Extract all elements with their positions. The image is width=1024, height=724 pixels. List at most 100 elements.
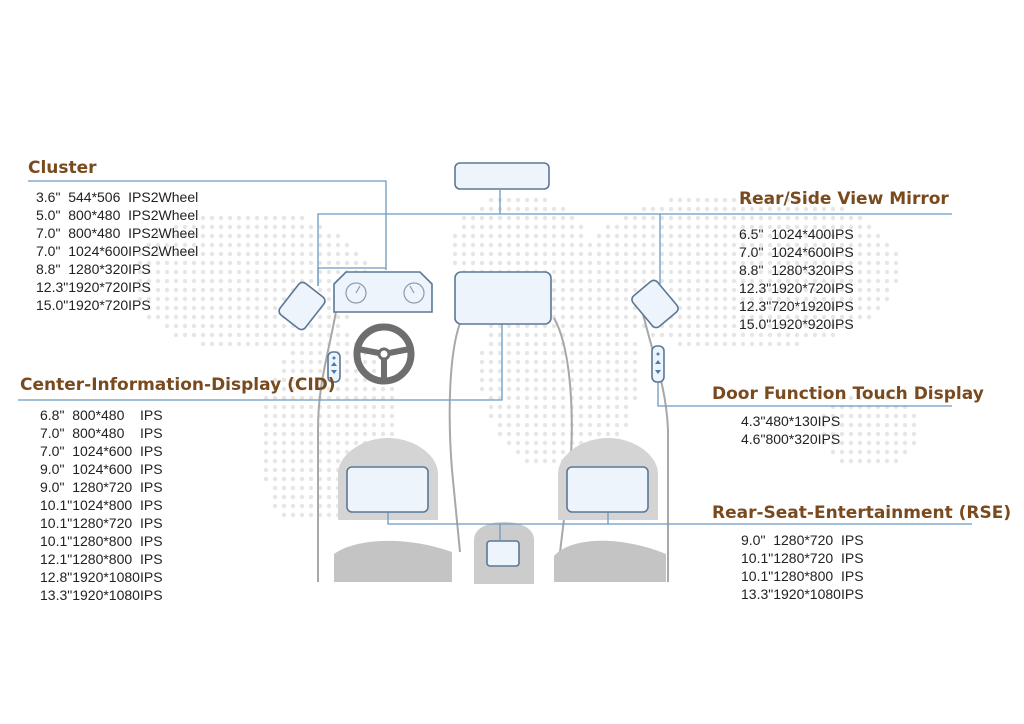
- rse-connector: [387, 512, 972, 525]
- cluster-spec-type: IPS: [128, 207, 151, 223]
- cluster-spec-resolution: 1920*720: [68, 279, 129, 295]
- rse-spec-resolution: 1920*1080: [773, 586, 841, 602]
- steering-wheel-icon: [353, 323, 415, 385]
- mirror-spec-type: IPS: [831, 244, 854, 260]
- cluster-spec-size: 8.8": [36, 261, 61, 277]
- cluster-spec-type: IPS: [128, 261, 151, 277]
- mirror-spec-resolution: 1920*920: [771, 316, 832, 332]
- cid-spec-type: IPS: [139, 443, 163, 459]
- cid-spec-row: 9.0" 1024*600 IPS: [40, 460, 163, 478]
- rse-spec-resolution: 1280*720: [773, 550, 834, 566]
- cid-spec-size: 9.0": [40, 461, 65, 477]
- cid-spec-resolution: 1280*800: [72, 533, 133, 549]
- mirror-spec-size: 12.3": [739, 298, 772, 314]
- cid-spec-size: 10.1": [40, 515, 73, 531]
- mirror-left-branch: [317, 213, 500, 286]
- mirror-spec-type: IPS: [831, 298, 854, 314]
- rse-heading: Rear-Seat-Entertainment (RSE): [712, 503, 1012, 523]
- cid-spec-type: IPS: [139, 479, 163, 495]
- right-door-dot-icon: [656, 352, 660, 356]
- door-spec-size: 4.3": [741, 413, 766, 429]
- cid-spec-resolution: 1280*720: [72, 479, 133, 495]
- cid-spec-size: 10.1": [40, 533, 73, 549]
- door-spec-type: IPS: [817, 431, 841, 447]
- right-gauge-needle: [409, 285, 415, 294]
- cid-spec-resolution: 1920*1080: [72, 587, 140, 603]
- cluster-spec-resolution: 1280*320: [68, 261, 129, 277]
- cluster-spec-size: 7.0": [36, 225, 61, 241]
- cluster-connector: [28, 180, 387, 270]
- cid-spec-size: 10.1": [40, 497, 73, 513]
- mirror-spec-size: 8.8": [739, 262, 764, 278]
- cid-spec-type: IPS: [139, 533, 163, 549]
- cid-spec-type: IPS: [139, 425, 163, 441]
- cid-spec-resolution: 800*480: [72, 425, 125, 441]
- rse-spec-resolution: 1280*800: [773, 568, 834, 584]
- mirror-spec-size: 7.0": [739, 244, 764, 260]
- rse-right-screen: [566, 466, 649, 513]
- left-gauge-needle: [355, 285, 361, 294]
- door-spec-type: IPS: [817, 413, 841, 429]
- mirror-spec-resolution: 1024*400: [771, 226, 832, 242]
- right-side-mirror-screen: [631, 279, 679, 329]
- mirror-spec-resolution: 1920*720: [771, 280, 832, 296]
- driver-console-line: [448, 317, 463, 553]
- cluster-right-gauge-icon: [403, 282, 425, 304]
- cid-spec-size: 7.0": [40, 443, 65, 459]
- rse-spec-size: 13.3": [741, 586, 774, 602]
- mirror-spec-type: IPS: [831, 226, 854, 242]
- door-spec-resolution: 800*320: [765, 431, 818, 447]
- cluster-spec-type: IPS: [128, 297, 151, 313]
- cluster-spec-size: 7.0": [36, 243, 61, 259]
- cluster-spec-extra: [151, 278, 198, 296]
- right-door-up-arrow-icon: [655, 360, 661, 364]
- rse-spec-resolution: 1280*720: [773, 532, 834, 548]
- cluster-spec-extra: 2Wheel: [150, 207, 199, 223]
- car-right-side-line: [639, 299, 669, 582]
- cid-spec-resolution: 1024*600: [72, 461, 133, 477]
- cluster-spec-extra: 2Wheel: [150, 225, 199, 241]
- rse-left-screen: [346, 466, 429, 513]
- mirror-spec-size: 6.5": [739, 226, 764, 242]
- cluster-spec-type: IPS: [128, 243, 151, 259]
- mirror-spec-resolution: 720*1920: [771, 298, 832, 314]
- cluster-spec-size: 15.0": [36, 297, 69, 313]
- cid-spec-type: IPS: [139, 461, 163, 477]
- mirror-spec-resolution: 1280*320: [771, 262, 832, 278]
- cid-spec-type: IPS: [139, 551, 163, 567]
- door-spec-resolution: 480*130: [765, 413, 818, 429]
- door-buttons: [331, 352, 661, 374]
- cluster-spec-resolution: 800*480: [68, 207, 121, 223]
- cid-spec-type: IPS: [139, 497, 163, 513]
- cid-heading: Center-Information-Display (CID): [20, 375, 336, 395]
- cluster-spec-extra: 2Wheel: [150, 243, 199, 259]
- cid-spec-type: IPS: [139, 515, 163, 531]
- cid-spec-type: IPS: [139, 569, 163, 585]
- cluster-spec-extra: [151, 296, 198, 314]
- cluster-left-gauge-icon: [345, 282, 367, 304]
- mirror-spec-size: 15.0": [739, 316, 772, 332]
- cluster-spec-type: IPS: [128, 225, 151, 241]
- cluster-spec-size: 3.6": [36, 189, 61, 205]
- cluster-spec-resolution: 800*480: [68, 225, 121, 241]
